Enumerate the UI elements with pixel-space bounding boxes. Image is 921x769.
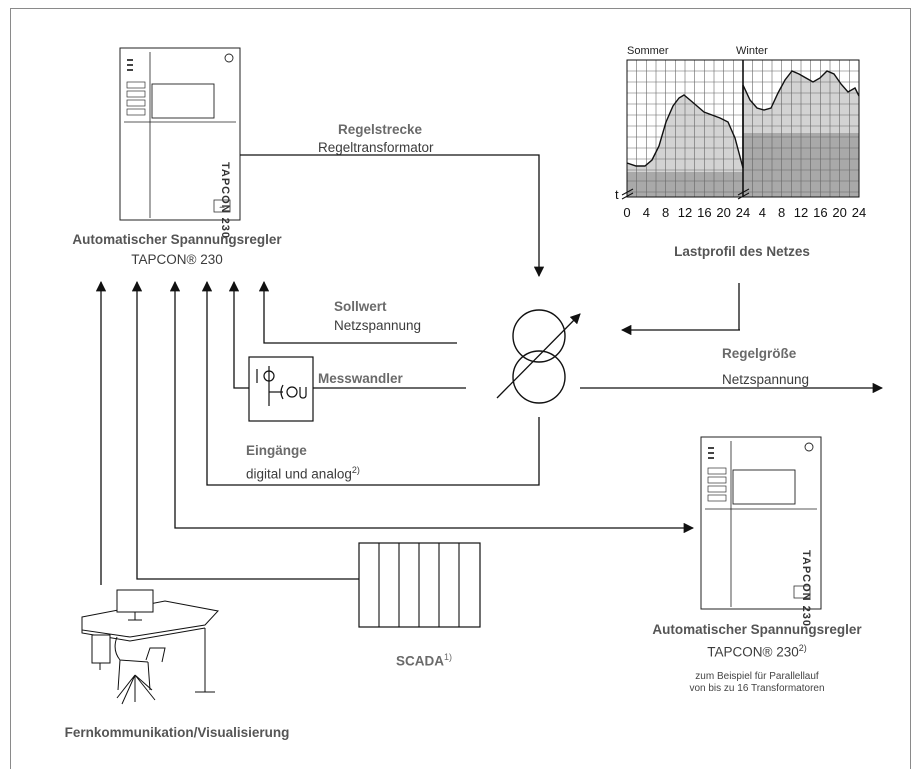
device-label-main: TAPCON 230 — [219, 162, 231, 240]
transformer-symbol — [496, 309, 581, 404]
load-profile-title: Lastprofil des Netzes — [674, 244, 810, 259]
device-label-secondary: TAPCON 230 — [800, 550, 812, 628]
x-tick-label: 12 — [677, 205, 693, 220]
controller-secondary-title: Automatischer Spannungsregler — [652, 622, 862, 637]
controller-secondary-note-1: zum Beispiel für Parallellauf — [695, 671, 819, 682]
x-tick-label: 24 — [851, 205, 867, 220]
load-profile-chart — [621, 59, 860, 200]
x-tick-label: 16 — [813, 205, 828, 220]
winter-label: Winter — [736, 45, 768, 57]
connection-lines — [95, 154, 884, 585]
regelstrecke-title: Regelstrecke — [338, 122, 423, 137]
x-tick-label: 8 — [662, 205, 670, 220]
x-tick-label: 12 — [793, 205, 809, 220]
regelstrecke-sub: Regeltransformator — [318, 140, 434, 155]
eingaenge-title: Eingänge — [246, 443, 307, 458]
sollwert-title: Sollwert — [334, 299, 387, 314]
x-tick-label: 8 — [778, 205, 786, 220]
controller-secondary-model: TAPCON® 2302) — [707, 643, 807, 660]
eingaenge-sub: digital und analog2) — [246, 465, 360, 482]
regelgroesse-title: Regelgröße — [722, 346, 797, 361]
messwandler-symbol — [248, 356, 314, 422]
x-tick-label: 0 — [623, 205, 631, 220]
summer-label: Sommer — [627, 45, 669, 57]
controller-secondary-note-2: von bis zu 16 Transformatoren — [689, 683, 825, 694]
controller-main-model: TAPCON® 230 — [131, 252, 223, 267]
eingaenge-note: 2) — [351, 465, 360, 475]
sollwert-sub: Netzspannung — [334, 318, 422, 333]
x-tick-label: 4 — [758, 205, 766, 220]
controller-main-title: Automatischer Spannungsregler — [72, 232, 282, 247]
controller-device-secondary — [700, 436, 822, 610]
x-tick-label: 20 — [832, 205, 847, 220]
regelgroesse-sub: Netzspannung — [722, 372, 810, 387]
controller-secondary-model-text: TAPCON® 230 — [707, 644, 799, 660]
svg-text:ꕀ: ꕀ — [219, 204, 225, 211]
scada-note: 1) — [444, 652, 453, 662]
workstation-illustration — [81, 589, 219, 705]
controller-device-main: ꕀ — [119, 47, 241, 221]
eingaenge-sub-text: digital und analog — [246, 466, 352, 482]
scada-rack — [358, 542, 481, 628]
fernkommunikation-title: Fernkommunikation/Visualisierung — [64, 725, 290, 740]
messwandler-title: Messwandler — [318, 371, 403, 386]
controller-secondary-model-note: 2) — [798, 643, 807, 653]
t-axis-label: t — [615, 187, 619, 202]
x-tick-label: 20 — [716, 205, 731, 220]
x-tick-label: 4 — [642, 205, 650, 220]
diagram-frame — [10, 8, 911, 769]
x-tick-label: 24 — [735, 205, 751, 220]
scada-title: SCADA1) — [396, 652, 452, 669]
scada-title-text: SCADA — [396, 653, 445, 669]
x-tick-label: 16 — [697, 205, 712, 220]
